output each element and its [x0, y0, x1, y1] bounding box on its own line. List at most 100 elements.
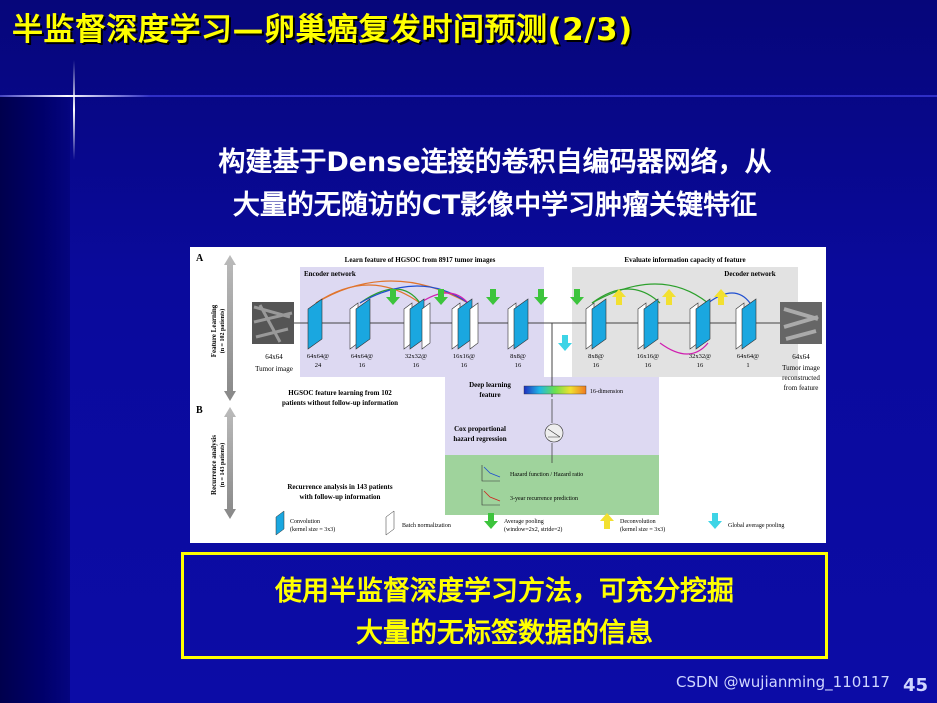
- output-texture: [783, 307, 819, 341]
- subtitle-line-2: 大量的无随访的CT影像中学习肿瘤关键特征: [232, 190, 758, 221]
- skip-arc: [315, 280, 469, 304]
- dimension-label: 16-dimension: [590, 389, 623, 395]
- decoder-dim: 64x64@: [737, 353, 759, 360]
- recurrence-pred-label: 3-year recurrence prediction: [510, 496, 578, 502]
- skip-arc: [419, 292, 469, 304]
- hazard-plot-icon: [481, 465, 500, 482]
- deep-feature-1: Deep learning: [469, 381, 511, 389]
- yellow-up-arrow-icon: [662, 289, 676, 305]
- hazard-curve: [483, 466, 501, 478]
- recurrence-plot-icon: [481, 489, 500, 506]
- skip-arc: [591, 283, 709, 304]
- skip-arc: [359, 285, 469, 304]
- green-down-arrow-icon: [486, 289, 500, 305]
- legend-sub: (kernel size = 3x3): [620, 526, 665, 533]
- encoder-ch: 16: [359, 362, 366, 369]
- input-texture: [253, 304, 293, 343]
- convolution-icon: [275, 510, 285, 536]
- encoder-label: Encoder network: [304, 270, 356, 278]
- encoder-dim: 16x16@: [453, 353, 475, 360]
- sparkle-horizontal: [0, 95, 150, 97]
- legend-label: Average pooling: [504, 519, 544, 525]
- sparkle-vertical: [73, 60, 75, 160]
- skip-arc: [707, 292, 751, 304]
- yellow-up-arrow-icon: [612, 289, 626, 305]
- decoder-ch: 16: [645, 362, 652, 369]
- subtitle-line-1: 构建基于Dense连接的卷积自编码器网络，从: [218, 147, 772, 178]
- encoder-dim: 32x32@: [405, 353, 427, 360]
- cox-1: Cox proportional: [454, 425, 506, 433]
- page-number: 45: [903, 675, 929, 696]
- decoder-ch: 1: [746, 362, 749, 369]
- watermark: CSDN @wujianming_110117: [676, 673, 890, 691]
- side-arrow-a: [224, 255, 236, 401]
- recurrence-note-2: with follow-up information: [300, 493, 381, 501]
- legend-sub: (window=2x2, stride=2): [504, 526, 562, 533]
- deep-feature-2: feature: [479, 391, 500, 399]
- title-divider: [0, 95, 937, 97]
- encoder-block: 64x64@ 24: [307, 298, 329, 369]
- legend-label: Convolution: [290, 519, 320, 525]
- legend: Convolution (kernel size = 3x3) Batch no…: [275, 510, 784, 536]
- skip-arc: [659, 342, 709, 355]
- hgsoc-note-2: patients without follow-up information: [282, 399, 398, 407]
- callout-line-2: 大量的无标签数据的信息: [356, 618, 653, 649]
- side-b-line2: (n = 143 patients): [219, 443, 226, 488]
- global-average-pooling-icon: [708, 513, 722, 529]
- recurrence-curve: [483, 490, 501, 502]
- green-down-arrow-icon: [534, 289, 548, 305]
- cyan-down-arrow-icon: [558, 335, 572, 351]
- decoder-ch: 16: [593, 362, 600, 369]
- cox-2: hazard regression: [453, 435, 506, 443]
- average-pooling-icon: [484, 513, 498, 529]
- encoder-dim: 64x64@: [351, 353, 373, 360]
- output-caption-2: reconstructed: [782, 374, 820, 382]
- input-caption: Tumor image: [255, 365, 293, 373]
- side-a-line1: Feature Learning: [210, 304, 218, 357]
- encoder-ch: 24: [315, 362, 322, 369]
- side-a-line2: (n = 102 patients): [219, 309, 226, 354]
- slide-title: 半监督深度学习—卵巢癌复发时间预测(2/3): [12, 12, 633, 48]
- encoder-ch: 16: [515, 362, 522, 369]
- output-size: 64x64: [792, 353, 810, 361]
- decoder-block: 64x64@ 1: [735, 298, 759, 369]
- callout-box: 使用半监督深度学习方法，可充分挖掘 大量的无标签数据的信息: [181, 552, 828, 659]
- side-b-line1: Recurrence analysis: [210, 435, 218, 495]
- legend-label: Deconvolution: [620, 519, 656, 525]
- decoder-block: 32x32@ 16: [689, 298, 711, 369]
- output-caption-3: from feature: [784, 384, 819, 392]
- input-size: 64x64: [265, 353, 283, 361]
- decoder-dim: 32x32@: [689, 353, 711, 360]
- decoder-panel: [572, 267, 798, 377]
- left-sidebar-band: [0, 95, 70, 703]
- encoder-ch: 16: [461, 362, 468, 369]
- decoder-block: 8x8@ 16: [585, 298, 607, 369]
- decoder-ch: 16: [697, 362, 704, 369]
- hazard-label: Hazard function / Hazard ratio: [510, 471, 583, 478]
- encoder-ch: 16: [413, 362, 420, 369]
- learn-header: Learn feature of HGSOC from 8917 tumor i…: [345, 256, 496, 264]
- decoder-block: 16x16@ 16: [637, 298, 659, 369]
- encoder-dim: 8x8@: [510, 353, 526, 360]
- legend-label: Global average pooling: [728, 523, 784, 529]
- skip-arc: [591, 288, 661, 304]
- green-down-arrow-icon: [434, 289, 448, 305]
- side-arrow-b: [224, 407, 236, 519]
- deconvolution-icon: [600, 513, 614, 529]
- recurrence-panel: [445, 455, 659, 515]
- recurrence-note-1: Recurrence analysis in 143 patients: [287, 483, 393, 491]
- eval-header: Evaluate information capacity of feature: [624, 256, 745, 264]
- encoder-block: 16x16@ 16: [451, 298, 479, 369]
- callout-line-1: 使用半监督深度学习方法，可充分挖掘: [275, 576, 734, 607]
- encoder-dim: 64x64@: [307, 353, 329, 360]
- hgsoc-note-1: HGSOC feature learning from 102: [288, 389, 392, 397]
- decoder-dim: 16x16@: [637, 353, 659, 360]
- decoder-label: Decoder network: [724, 270, 775, 278]
- encoder-block: 64x64@ 16: [349, 298, 373, 369]
- encoder-block: 8x8@ 16: [507, 298, 529, 369]
- panel-b-label: B: [196, 405, 203, 416]
- decoder-dim: 8x8@: [588, 353, 604, 360]
- architecture-figure: A B Feature Learning (n = 102 patients) …: [190, 247, 826, 543]
- encoder-block: 32x32@ 16: [403, 298, 431, 369]
